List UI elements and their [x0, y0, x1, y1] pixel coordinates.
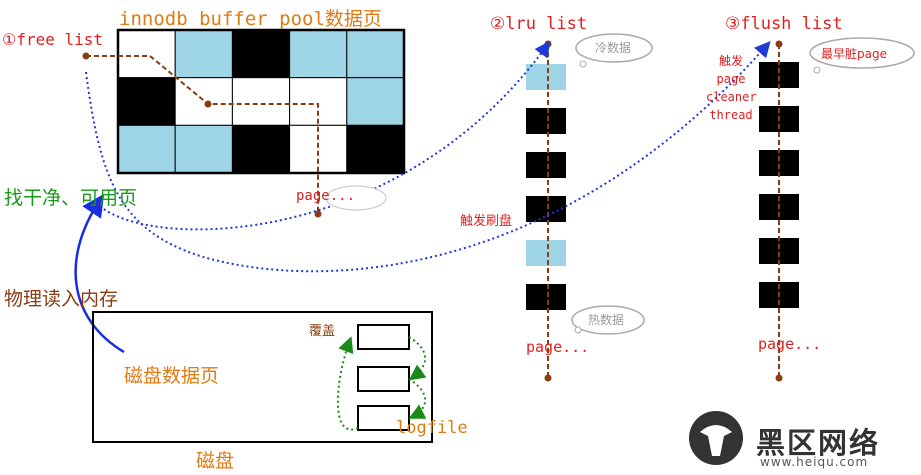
buffer-pool-page-cell — [174, 29, 233, 79]
buffer-pool-page-cell — [346, 29, 405, 79]
buffer-pool-page-cell — [346, 77, 405, 126]
free-list-node — [204, 100, 212, 108]
trigger-line: page — [716, 72, 746, 86]
overwrite-label: 覆盖 — [309, 324, 336, 339]
logfile-label: logfile — [396, 418, 468, 438]
buffer-pool-page-cell — [174, 124, 233, 174]
flush-page-ellipsis: page... — [758, 335, 822, 353]
watermark-brand: 黑区网络 — [756, 426, 881, 460]
trigger-flush-label: 触发刷盘 — [460, 214, 513, 229]
buffer-pool-grid — [117, 29, 405, 174]
trigger-line: 触发 — [718, 54, 743, 68]
trigger-page-cleaner-label: 触发 page cleaner thread — [706, 52, 757, 124]
lru-list-tail-node — [544, 374, 552, 382]
free-list-node — [82, 52, 90, 60]
lru-page-block — [526, 64, 566, 90]
arrow-to-lru-list — [99, 40, 551, 231]
log-arrow-1-to-2 — [408, 336, 427, 381]
hot-data-text: 热数据 — [588, 313, 625, 327]
lru-page-block — [526, 240, 566, 266]
buffer-pool-page-cell — [289, 124, 348, 174]
buffer-pool-page-cell — [231, 124, 291, 174]
flush-list-label: ③flush list — [725, 14, 843, 34]
buffer-pool-page-cell — [289, 29, 348, 79]
disk-data-page-label: 磁盘数据页 — [124, 365, 220, 387]
cold-data-text: 冷数据 — [595, 41, 632, 55]
buffer-pool-page-cell — [174, 77, 233, 126]
disk-box — [92, 311, 433, 443]
free-list-node — [314, 210, 322, 218]
lru-list-label: ②lru list — [490, 14, 588, 34]
flush-list-head-node — [775, 40, 783, 48]
buffer-pool-page-cell — [231, 29, 291, 79]
physical-read-label: 物理读入内存 — [4, 288, 119, 310]
buffer-pool-page-cell — [117, 77, 176, 126]
hot-data-bubble — [571, 305, 645, 335]
buffer-pool-frame — [116, 28, 406, 175]
buffer-pool-page-cell — [289, 77, 348, 126]
free-list-label: ①free list — [2, 30, 104, 49]
find-free-page-label: 找干净、可用页 — [4, 187, 138, 209]
pool-page-ellipsis: page... — [296, 188, 356, 204]
trigger-line: cleaner — [706, 90, 757, 104]
flush-page-block — [759, 150, 799, 176]
flush-page-block — [759, 62, 799, 88]
lru-page-block — [526, 108, 566, 134]
cold-data-bubble — [575, 33, 653, 68]
buffer-pool-page-cell — [346, 124, 405, 174]
earliest-dirty-text: 最早脏page — [821, 47, 887, 61]
logfile-group-1 — [357, 324, 410, 350]
lru-list-head-node — [544, 40, 552, 48]
logfile-group-2 — [357, 366, 410, 392]
flush-page-block — [759, 238, 799, 264]
lru-page-block — [526, 196, 566, 222]
lru-list-blocks — [526, 64, 566, 310]
watermark-url: www.heiqu.com — [760, 455, 869, 469]
flush-list-tail-node — [775, 374, 783, 382]
pool-page-bubble — [325, 185, 387, 211]
log-arrow-wraparound — [336, 336, 359, 431]
earliest-dirty-bubble — [809, 37, 915, 74]
trigger-line: thread — [709, 108, 753, 122]
buffer-pool-page-cell — [231, 77, 291, 126]
lru-page-ellipsis: page... — [526, 338, 590, 356]
buffer-pool-page-cell — [117, 124, 176, 174]
disk-label: 磁盘 — [196, 450, 235, 472]
logfile-group-3 — [357, 405, 410, 431]
watermark-logo — [689, 411, 743, 465]
lru-page-block — [526, 152, 566, 178]
lru-page-block — [526, 284, 566, 310]
buffer-pool-title: innodb buffer pool数据页 — [119, 8, 382, 30]
log-arrow-2-to-3 — [408, 378, 427, 419]
buffer-pool-page-cell — [117, 29, 176, 79]
arrow-physical-read — [74, 193, 125, 354]
